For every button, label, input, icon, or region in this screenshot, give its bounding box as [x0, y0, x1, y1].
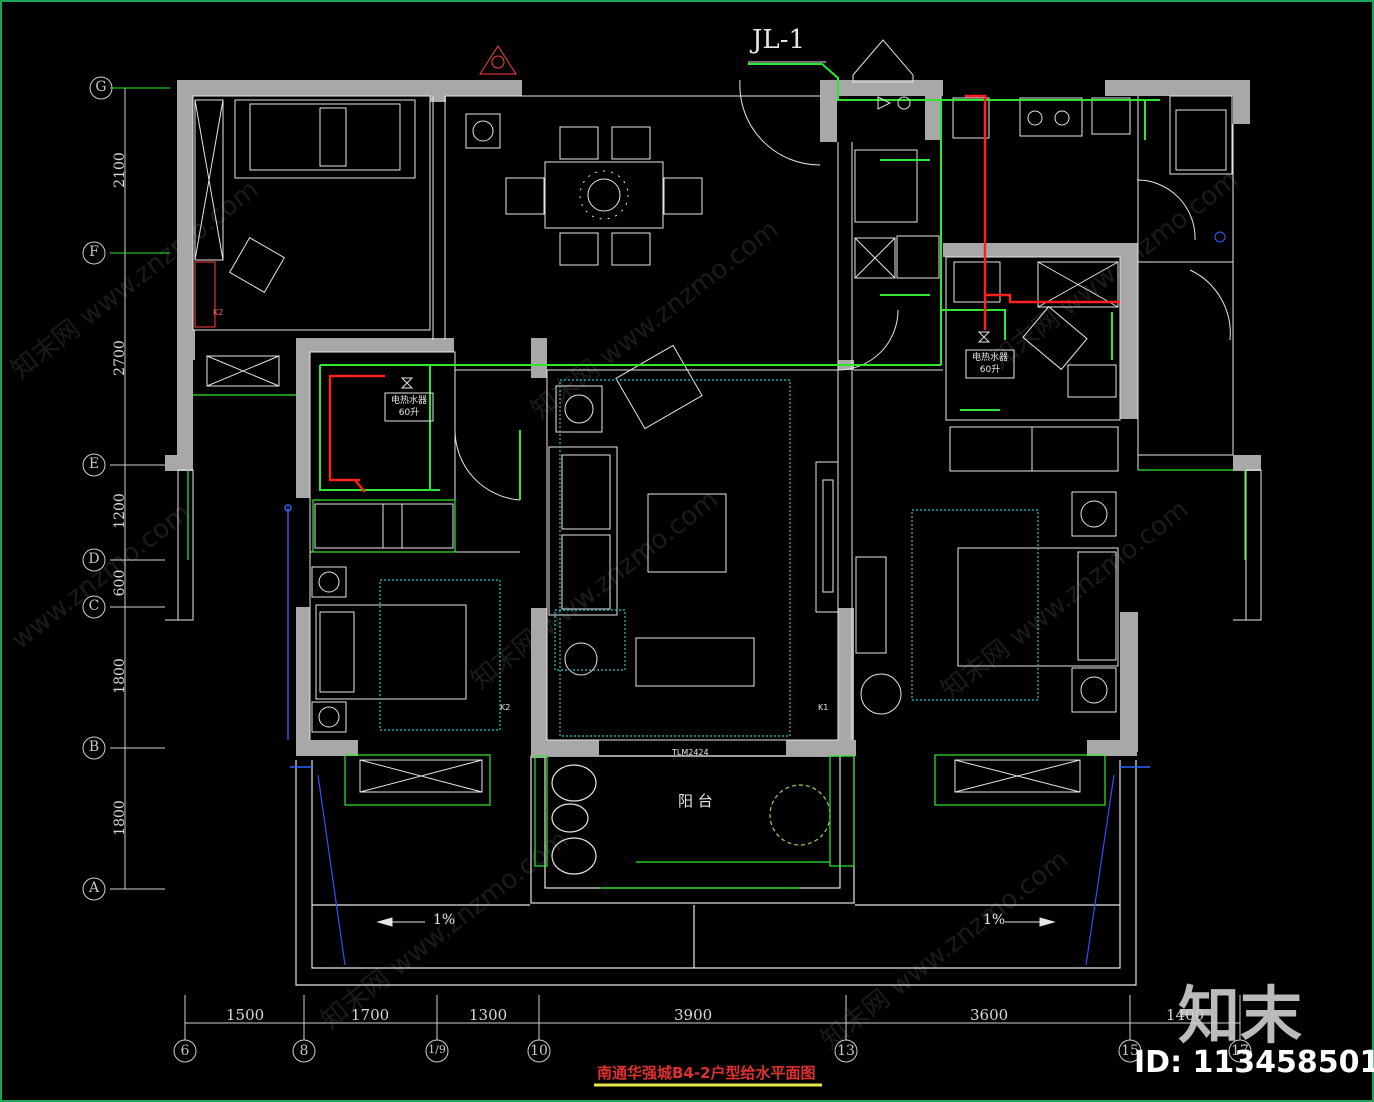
- axis-label-f: F: [89, 244, 99, 260]
- left-dim-3: 1200: [112, 493, 128, 529]
- bottom-dim-2: 1700: [351, 1006, 390, 1024]
- heater-label-right-capacity: 60升: [979, 365, 1001, 375]
- heater-label-left-capacity: 60升: [398, 408, 420, 418]
- left-dimension-chain: [82, 76, 165, 901]
- axis-label-d: D: [88, 551, 100, 567]
- axis-label-g: G: [95, 79, 107, 95]
- watermark-logo: 知末: [1178, 979, 1303, 1052]
- drawing-title: 南通华强城B4-2户型给水平面图: [597, 1064, 816, 1082]
- door-code-k2-bedroom: K2: [500, 703, 511, 712]
- axis-label-c: C: [88, 598, 100, 614]
- heater-label-left-name: 电热水器: [390, 396, 427, 406]
- balcony-label: 阳 台: [678, 792, 713, 810]
- door-code-k2-study: K2: [213, 308, 224, 317]
- water-heater-symbols: [384, 96, 1015, 422]
- hot-water-pipes: [328, 94, 1120, 493]
- axis-label-17: 17: [1231, 1043, 1249, 1059]
- thin-walls: [165, 95, 1262, 741]
- rugs: [379, 379, 1039, 737]
- svg-text:知末网 www.znzmo.com: 知末网 www.znzmo.com: [986, 165, 1244, 376]
- axis-label-6: 6: [180, 1043, 190, 1059]
- axis-label-8: 8: [299, 1043, 309, 1059]
- watermark-id: ID: 1134585011: [1134, 1045, 1374, 1080]
- bottom-dim-4: 3900: [674, 1006, 713, 1024]
- left-dim-4: 600: [112, 569, 128, 597]
- heater-label-left: 电热水器 60升: [385, 395, 433, 419]
- svg-text:www.znzmo.com: www.znzmo.com: [6, 498, 196, 656]
- left-dim-1: 2100: [112, 152, 128, 188]
- axis-label-a: A: [88, 880, 100, 896]
- axis-label-15: 15: [1121, 1043, 1139, 1059]
- slope-arrows: [376, 917, 1056, 927]
- bottom-dim-5: 3600: [970, 1006, 1009, 1024]
- door-code-k1: K1: [818, 703, 829, 712]
- heater-label-right: 电热水器 60升: [966, 352, 1014, 376]
- axis-label-10: 10: [530, 1043, 548, 1059]
- supply-pipes: [319, 63, 1160, 500]
- green-outlines: [187, 394, 1246, 867]
- door-code-m: TLM2424: [672, 748, 709, 757]
- balcony-outline: [295, 760, 1137, 986]
- walls: [165, 80, 1261, 758]
- left-dim-6: 1800: [112, 800, 128, 836]
- furniture: [194, 39, 1233, 793]
- riser-label: JL-1: [752, 25, 806, 55]
- left-dim-5: 1800: [112, 658, 128, 694]
- svg-text:知末网 www.znzmo.com: 知末网 www.znzmo.com: [526, 215, 784, 426]
- bottom-dimension-chain: [173, 995, 1252, 1063]
- slope-label-left: 1%: [433, 912, 456, 928]
- left-dim-2: 2700: [112, 340, 128, 376]
- bottom-dim-1: 1500: [226, 1006, 265, 1024]
- downpipes: [284, 504, 1150, 768]
- central-balcony: [530, 755, 855, 904]
- axis-label-13: 13: [837, 1043, 855, 1059]
- axis-label-b: B: [88, 739, 100, 755]
- axis-label-e: E: [88, 456, 100, 472]
- bottom-dim-6: 1400: [1166, 1006, 1205, 1024]
- entry-symbol: [479, 45, 517, 75]
- axis-label-1-9: 1/9: [428, 1043, 446, 1056]
- slope-label-right: 1%: [983, 912, 1006, 928]
- bottom-dim-3: 1300: [469, 1006, 508, 1024]
- svg-text:知末网 www.znzmo.com: 知末网 www.znzmo.com: [466, 485, 724, 696]
- heater-label-right-name: 电热水器: [971, 353, 1008, 363]
- axis-grid-lines: [110, 87, 170, 254]
- svg-text:知末网 www.znzmo.com: 知末网 www.znzmo.com: [6, 175, 264, 386]
- svg-text:知末网 www.znzmo.com: 知末网 www.znzmo.com: [936, 495, 1194, 706]
